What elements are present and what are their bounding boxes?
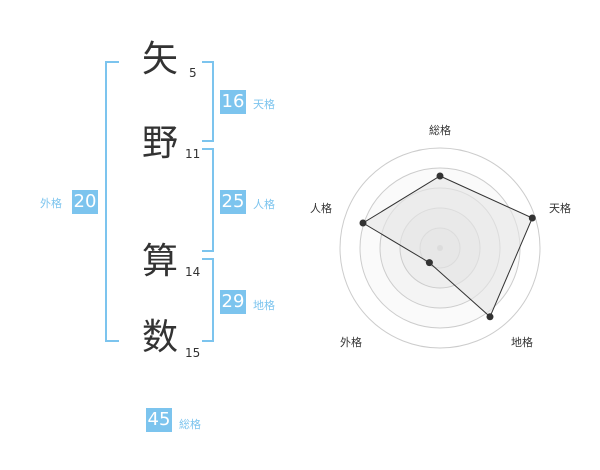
chikaku-value: 29 [220, 290, 246, 314]
stroke-count-4: 15 [185, 346, 201, 360]
radar-point-soukaku [436, 172, 444, 180]
stroke-count-3: 14 [185, 265, 201, 279]
tenkaku-label: 天格 [253, 98, 275, 111]
radar-axis-label-chikaku: 地格 [511, 335, 533, 349]
tenkaku-bracket [202, 61, 214, 142]
radar-polygon [362, 175, 533, 318]
name-char-2: 野 [142, 123, 179, 164]
gaikaku-value: 20 [72, 190, 98, 214]
chikaku-label: 地格 [253, 299, 275, 312]
jinkaku-value: 25 [220, 190, 246, 214]
radar-axis-label-gaikaku: 外格 [340, 335, 362, 349]
radar-axis-label-soukaku: 総格 [429, 123, 451, 137]
name-char-4: 数 [142, 317, 179, 358]
radar-axis-label-jinkaku: 人格 [310, 201, 332, 215]
name-char-3: 算 [142, 241, 179, 282]
name-char-1: 矢 [142, 39, 179, 80]
soukaku-label: 総格 [179, 418, 201, 431]
jinkaku-label: 人格 [253, 198, 275, 211]
radar-points [359, 172, 536, 321]
gaikaku-bracket [105, 61, 119, 342]
gaikaku-label: 外格 [40, 197, 62, 210]
radar-point-chikaku [486, 313, 494, 321]
chikaku-bracket [202, 258, 214, 342]
tenkaku-value: 16 [220, 90, 246, 114]
radar-point-jinkaku [359, 219, 367, 227]
jinkaku-bracket [202, 148, 214, 252]
soukaku-value: 45 [146, 408, 172, 432]
stroke-count-2: 11 [185, 147, 201, 161]
radar-point-gaikaku [425, 259, 433, 267]
radar-axis-label-tenkaku: 天格 [549, 201, 571, 215]
stroke-count-1: 5 [189, 66, 197, 80]
radar-point-tenkaku [528, 214, 536, 222]
